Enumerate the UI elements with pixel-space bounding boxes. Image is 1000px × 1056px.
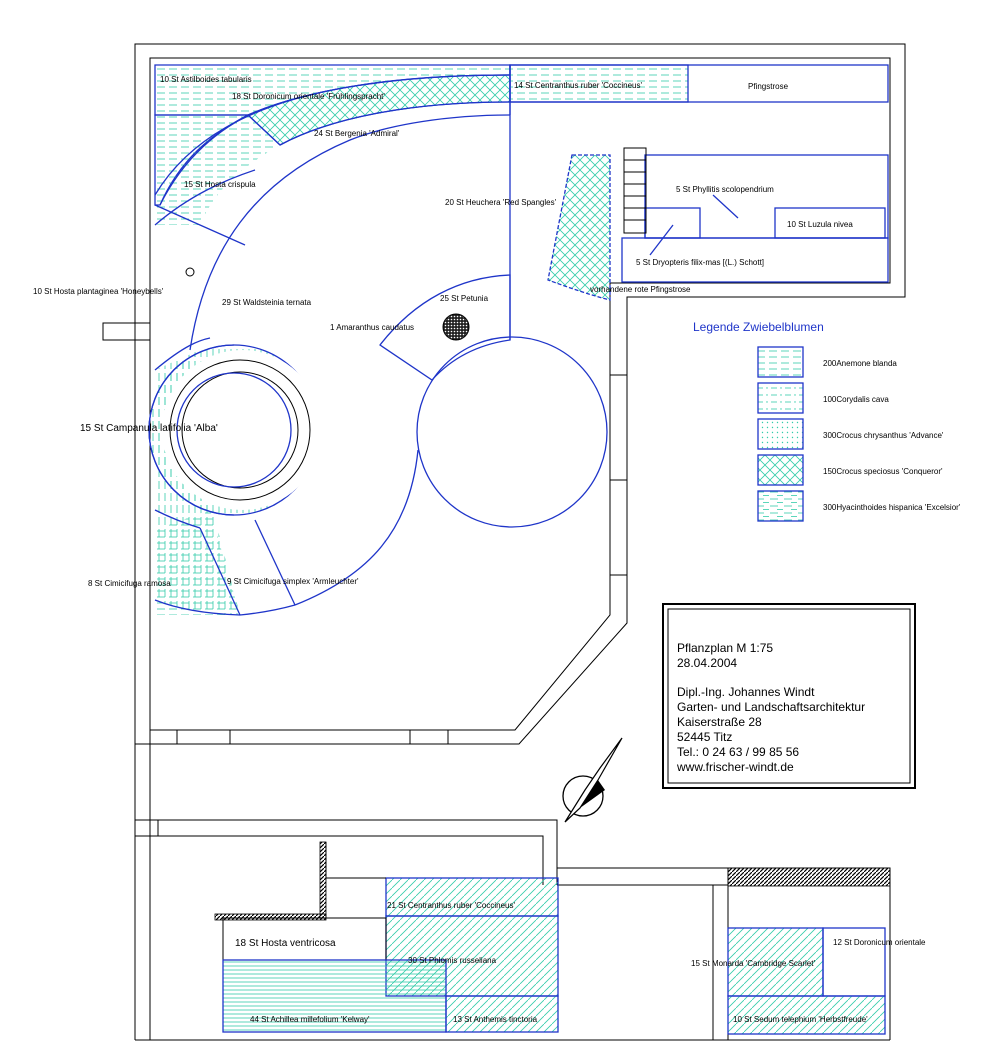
label-astilboides: 10 St Astilboides tabularis	[160, 75, 252, 84]
label-hosta-crispula: 15 St Hosta crispula	[184, 180, 256, 189]
legend-label-5: 300Hyacinthoides hispanica 'Excelsior'	[823, 503, 961, 512]
label-hosta-ventricosa: 18 St Hosta ventricosa	[235, 938, 336, 949]
label-petunia: 25 St Petunia	[440, 294, 489, 303]
architect-street: Kaiserstraße 28	[677, 715, 762, 729]
label-luzula: 10 St Luzula nivea	[787, 220, 853, 229]
architect-profession: Garten- und Landschaftsarchitektur	[677, 700, 865, 714]
label-heuchera: 20 St Heuchera 'Red Spangles'	[445, 198, 557, 207]
legend-label-4: 150Crocus speciosus 'Conqueror'	[823, 467, 943, 476]
label-bergenia: 24 St Bergenia 'Admiral'	[314, 129, 400, 138]
courtyard-wall	[214, 841, 386, 921]
label-phlomis: 30 St Phlomis russeliana	[408, 956, 497, 965]
legend-title: Legende Zwiebelblumen	[693, 320, 824, 334]
legend-swatch-2	[757, 382, 804, 414]
title-block-frame	[662, 603, 916, 789]
hatched-wall-strip	[727, 867, 891, 887]
bed-bergenia	[279, 101, 511, 146]
label-dryopteris: 5 St Dryopteris filix-mas [(L.) Schott]	[636, 258, 764, 267]
label-monarda: 15 St Monarda 'Cambridge Scarlet'	[691, 959, 815, 968]
bed-hosta-plantaginea	[155, 115, 280, 225]
label-pfingstrose: Pfingstrose	[748, 82, 789, 91]
label-amaranthus: 1 Amaranthus caudatus	[330, 323, 414, 332]
label-centranthus-top: 14 St Centranthus ruber 'Coccineus'	[514, 81, 642, 90]
bed-achillea	[222, 959, 447, 1033]
bed-monarda	[727, 927, 886, 1035]
bed-centranthus-top	[509, 64, 889, 103]
label-sedum: 10 St Sedum telephium 'Herbstfreude'	[733, 1015, 868, 1024]
legend-label-1: 200Anemone blanda	[823, 359, 897, 368]
bed-anthemis	[445, 995, 559, 1033]
plant-labels: 10 St Astilboides tabularis 18 St Doroni…	[33, 75, 926, 1024]
bed-heuchera	[547, 154, 611, 301]
legend-swatch-3	[757, 418, 804, 450]
plan-title: Pflanzplan M 1:75	[677, 641, 773, 655]
label-cimicifuga-simplex: 9 St Cimicifuga simplex 'Armleuchter'	[227, 577, 359, 586]
title-block: Pflanzplan M 1:75 28.04.2004 Dipl.-Ing. …	[676, 641, 865, 774]
architect-phone: Tel.: 0 24 63 / 99 85 56	[677, 745, 799, 759]
label-achillea: 44 St Achillea millefolium 'Kelway'	[250, 1015, 370, 1024]
architect-name: Dipl.-Ing. Johannes Windt	[677, 685, 815, 699]
label-vorhandene: vorhandene rote Pfingstrose	[590, 285, 691, 294]
legend-swatch-1	[757, 346, 804, 378]
label-doronicum-orientale: 12 St Doronicum orientale	[833, 938, 926, 947]
label-campanula: 15 St Campanula latifolia 'Alba'	[80, 423, 218, 434]
label-waldsteinia: 29 St Waldsteinia ternata	[222, 298, 312, 307]
label-centranthus-bottom: 21 St Centranthus ruber 'Coccineus'	[387, 901, 515, 910]
amaranthus-marker	[442, 313, 470, 341]
legend-swatch-4	[757, 454, 804, 486]
architect-web: www.frischer-windt.de	[676, 760, 794, 774]
plan-date: 28.04.2004	[677, 656, 737, 670]
label-cimicifuga-ramosa: 8 St Cimicifuga ramosa	[88, 579, 171, 588]
tree-marker	[185, 267, 195, 277]
legend-label-2: 100Corydalis cava	[823, 395, 889, 404]
architect-city: 52445 Titz	[677, 730, 732, 744]
lawn-shape	[294, 274, 608, 606]
bed-centranthus-bottom	[385, 877, 559, 917]
legend: Legende Zwiebelblumen 200Anemone blanda …	[693, 320, 961, 512]
label-hosta-plantaginea: 10 St Hosta plantaginea 'Honeybells'	[33, 287, 164, 296]
legend-swatches	[757, 346, 804, 522]
north-arrow-icon	[562, 737, 623, 823]
bed-campanula	[148, 344, 322, 516]
legend-label-3: 300Crocus chrysanthus 'Advance'	[823, 431, 944, 440]
label-anthemis: 13 St Anthemis tinctoria	[453, 1015, 538, 1024]
legend-swatch-5	[757, 490, 804, 522]
steps	[623, 147, 647, 234]
label-doronicum: 18 St Doronicum orientale 'Frühlingsprac…	[232, 92, 385, 101]
label-phyllitis: 5 St Phyllitis scolopendrium	[676, 185, 774, 194]
